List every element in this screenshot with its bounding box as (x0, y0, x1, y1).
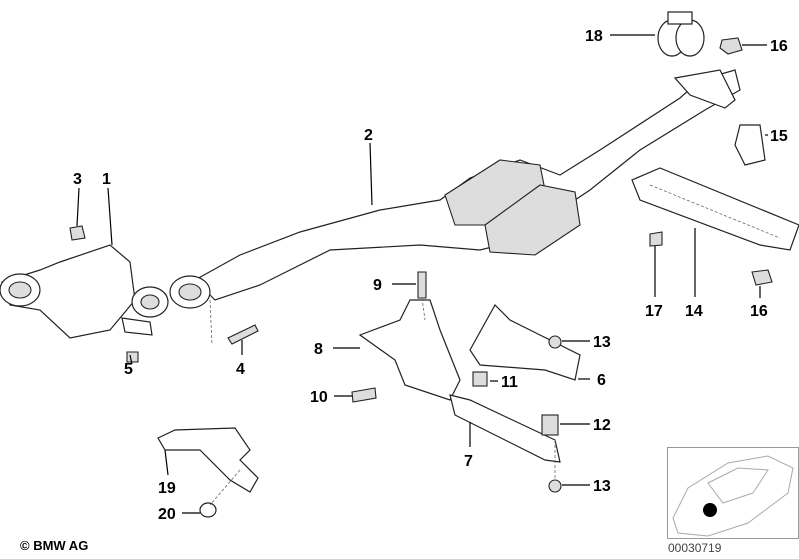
bracket-8 (358, 299, 461, 401)
heat-shield-14 (631, 167, 799, 251)
vehicle-location-thumbnail (667, 447, 799, 539)
callout-13a: 13 (593, 334, 611, 351)
callout-17: 17 (645, 303, 663, 320)
location-marker-icon (703, 503, 717, 517)
nut-16b (751, 269, 773, 286)
callout-14: 14 (685, 303, 703, 320)
y-pipe-catalysts-2 (169, 69, 741, 309)
spacer-11 (472, 371, 488, 387)
callout-5: 5 (124, 361, 133, 378)
leader-lines (76, 34, 768, 514)
callout-12: 12 (593, 417, 611, 434)
bolt-20 (199, 502, 217, 518)
hanger-15 (734, 124, 766, 166)
nut-16 (719, 37, 743, 55)
callout-16b: 16 (750, 303, 768, 320)
bracket-6 (469, 304, 581, 381)
bracket-19 (157, 427, 259, 493)
callout-11: 11 (501, 374, 518, 391)
copyright: © BMW AG (20, 538, 89, 553)
diagram-code: 00030719 (668, 541, 722, 555)
bolt-4 (227, 324, 259, 345)
nut-13a (548, 335, 562, 349)
nut-5 (126, 351, 139, 363)
callout-16a: 16 (770, 38, 788, 55)
callout-7: 7 (464, 453, 473, 470)
mount-12 (541, 414, 559, 436)
bolt-10 (351, 387, 377, 403)
callout-20: 20 (158, 506, 176, 523)
nut-13b (548, 479, 562, 493)
bracket-7 (449, 394, 561, 463)
car-outline-icon (672, 455, 794, 537)
callout-8: 8 (314, 341, 323, 358)
callout-6: 6 (597, 372, 606, 389)
clamp-18 (657, 11, 705, 57)
callout-10: 10 (310, 389, 328, 406)
callout-3: 3 (73, 171, 82, 188)
callout-15: 15 (770, 128, 788, 145)
callout-2: 2 (364, 127, 373, 144)
callout-1: 1 (102, 171, 111, 188)
bolt-17 (649, 231, 663, 247)
callout-4: 4 (236, 361, 245, 378)
callout-9: 9 (373, 277, 382, 294)
nut-3 (69, 225, 86, 241)
front-pipe-catalyst-1 (0, 244, 169, 339)
callout-18: 18 (585, 28, 603, 45)
callout-19: 19 (158, 480, 176, 497)
callout-13b: 13 (593, 478, 611, 495)
bolt-9 (417, 271, 427, 299)
callout-labels: 1 2 3 4 5 6 7 8 9 10 11 12 13 13 14 15 1… (73, 28, 788, 523)
